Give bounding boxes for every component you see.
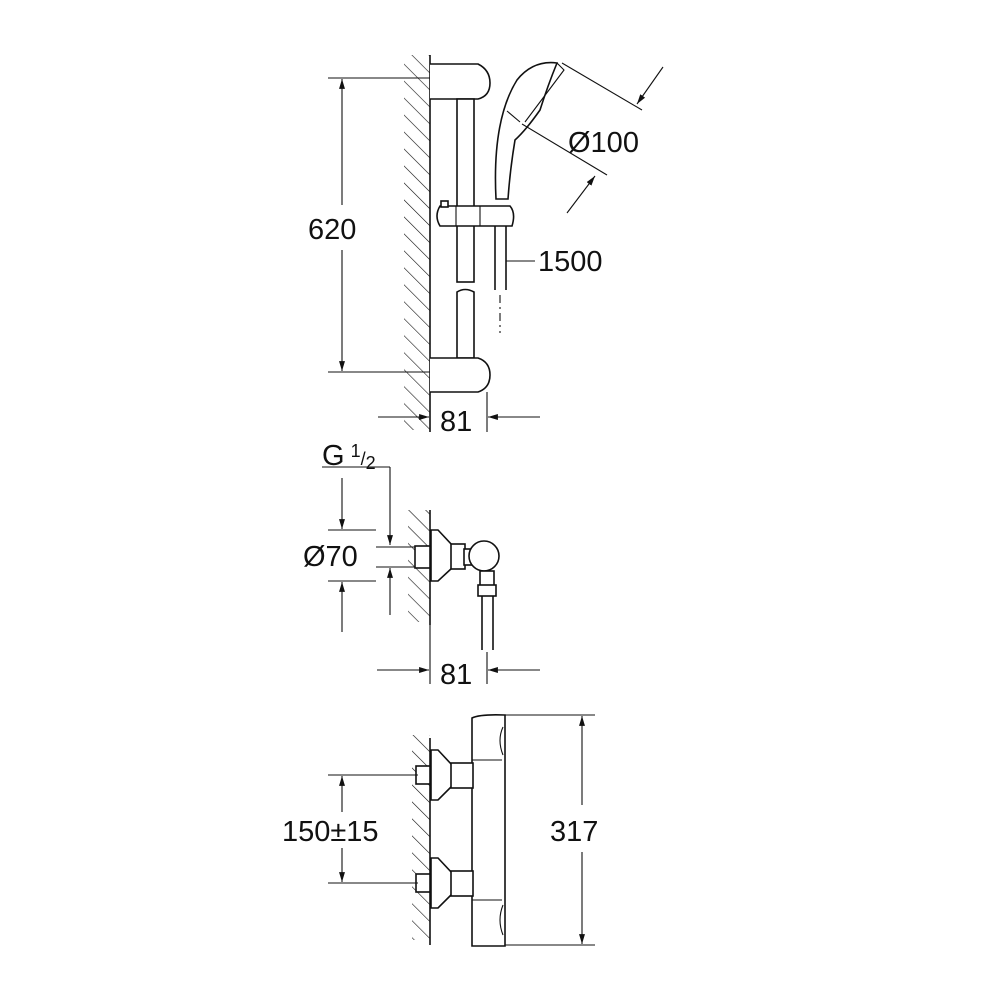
outlet-elbow [468, 540, 500, 572]
upper-inlet-nut [450, 762, 474, 789]
thermostat-view: 150±15 317 [282, 714, 598, 947]
connection-projection-label: 81 [440, 659, 472, 691]
inlet-spacing-label: 150±15 [282, 816, 379, 848]
rosette-diameter-label: Ø70 [303, 541, 358, 573]
slider-button [440, 200, 449, 208]
rail-bracket-bottom [430, 357, 491, 393]
rail-projection-label: 81 [440, 406, 472, 438]
rosette [430, 529, 453, 582]
rail-slider [436, 205, 515, 227]
thermostat-body [471, 714, 506, 947]
shower-rail [456, 98, 475, 283]
rail-bracket-top [430, 63, 491, 100]
hose-nut [477, 584, 497, 597]
hose-length-label: 1500 [538, 246, 603, 278]
hand-shower [494, 61, 559, 200]
nut [450, 543, 466, 570]
shower-rail-lower [456, 288, 475, 359]
wall-hatch [404, 55, 430, 430]
rail-length-label: 620 [308, 214, 356, 246]
body-height-label: 317 [550, 816, 598, 848]
lower-inlet-nut [450, 870, 474, 897]
head-diameter-label: Ø100 [568, 127, 639, 159]
rail-set-view: 1500 Ø100 620 81 [308, 55, 664, 438]
